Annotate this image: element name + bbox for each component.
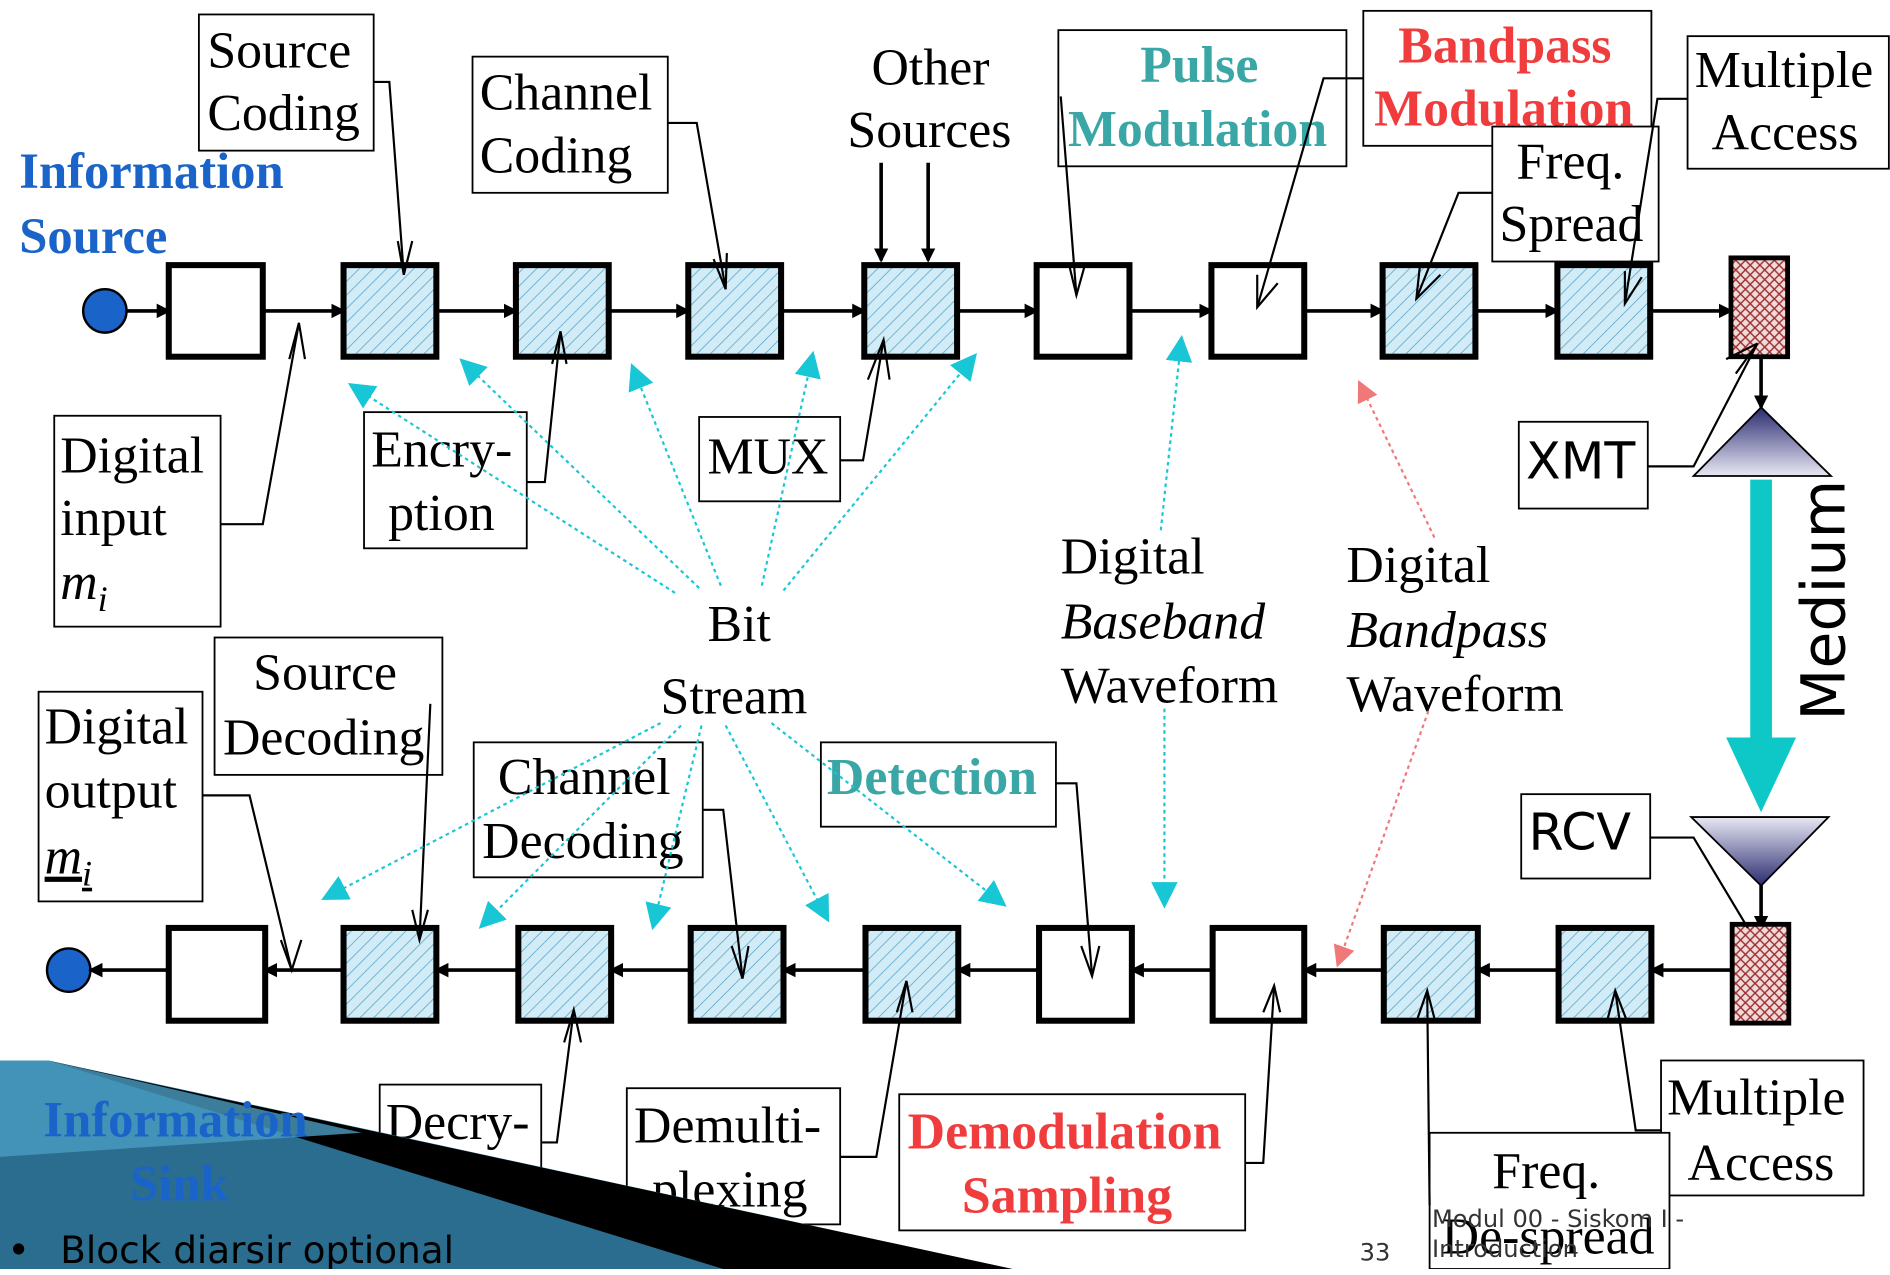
top-block-1: [165, 262, 266, 360]
digital-input-line1: Digital: [60, 427, 204, 484]
detection-label: Detection: [827, 749, 1037, 806]
multiple-access-bottom-line2: Access: [1688, 1135, 1835, 1192]
rcv-label: RCV: [1528, 803, 1631, 862]
freq-spread-box: [1491, 125, 1660, 263]
demodulation-line1: Demodulation: [908, 1103, 1222, 1160]
channel-decoding-line2: Decoding: [482, 813, 683, 870]
channel-coding-line2: Coding: [480, 127, 633, 184]
source-coding-box: [197, 13, 375, 152]
freq-despread-line2: De-spread: [1442, 1208, 1655, 1265]
bandpass-mod-line1: Bandpass: [1398, 18, 1611, 75]
baseband-line1: Digital: [1061, 529, 1205, 586]
mux-box: [698, 416, 842, 503]
slide-corner-highlight: [0, 1060, 362, 1157]
information-source-line1: Information: [19, 143, 283, 199]
digital-input-m: mi: [60, 554, 107, 619]
bit-stream-line1: Bit: [708, 596, 772, 653]
source-decoding-line2: Decoding: [223, 709, 424, 766]
digital-output-m: mi: [45, 829, 92, 894]
detection-box: [819, 741, 1057, 828]
channel-coding-box: [471, 55, 669, 194]
xmt-label: XMT: [1526, 431, 1636, 490]
digital-input-box: [53, 414, 222, 628]
demultiplexing-line1: Demulti-: [634, 1097, 821, 1154]
sink-dot: [45, 947, 92, 994]
bottom-block-detection: [1036, 924, 1135, 1024]
encryption-line2: ption: [388, 485, 495, 542]
bottom-block-1: [165, 924, 269, 1024]
page-number: 33: [1360, 1239, 1391, 1267]
multiple-access-bottom-line1: Multiple: [1667, 1070, 1845, 1127]
other-sources-line2: Sources: [847, 102, 1011, 159]
channel-decoding-box: [472, 741, 704, 879]
source-dot: [81, 288, 128, 334]
source-coding-line1: Source: [207, 22, 351, 79]
bit-stream-line2: Stream: [661, 668, 808, 725]
digital-output-line1: Digital: [45, 699, 189, 756]
bullet-icon: •: [7, 1228, 30, 1269]
source-decoding-box: [213, 636, 444, 776]
rcv-box: [1520, 793, 1652, 880]
information-sink-line2: Sink: [130, 1155, 229, 1211]
multiple-access-top-box: [1686, 35, 1890, 170]
top-block-mux: [861, 262, 961, 360]
bandpass-wf-line1: Digital: [1346, 537, 1490, 594]
footer-bullet-text: Block diarsir optional: [60, 1228, 454, 1269]
encryption-box: [363, 411, 528, 550]
freq-despread-box: [1428, 1131, 1671, 1270]
receive-antenna-icon: [1688, 816, 1831, 888]
bottom-block-source-decoding: [340, 924, 440, 1024]
channel-coding-line1: Channel: [480, 65, 653, 122]
medium-arrow-head: [1726, 737, 1797, 813]
bandpass-wf-line3: Waveform: [1346, 666, 1563, 723]
information-sink-line1: Information: [43, 1091, 307, 1147]
demodulation-line2: Sampling: [962, 1167, 1172, 1224]
footer-module-line2: Introduction: [1432, 1235, 1578, 1263]
channel-decoding-line1: Channel: [498, 749, 671, 806]
other-sources-line1: Other: [872, 39, 990, 96]
source-coding-line2: Coding: [207, 85, 360, 142]
top-block-source-coding: [340, 262, 440, 360]
source-decoding-line1: Source: [253, 644, 397, 701]
top-block-pulse-mod: [1033, 262, 1133, 360]
baseband-line3: Waveform: [1061, 658, 1278, 715]
bandpass-wf-line2: Bandpass: [1346, 602, 1548, 659]
bottom-block-multiple-access: [1555, 924, 1655, 1024]
digital-output-box: [37, 690, 204, 903]
top-block-xmt: [1728, 255, 1791, 360]
digital-input-line2: input: [60, 490, 167, 547]
top-block-channel-coding: [685, 262, 785, 360]
footer-module-line1: Modul 00 - Siskom I -: [1432, 1205, 1684, 1233]
mux-label: MUX: [708, 429, 829, 486]
bottom-block-channel-decoding: [687, 924, 787, 1024]
encryption-line1: Encry-: [371, 421, 512, 478]
multiple-access-bottom-box: [1660, 1059, 1865, 1197]
medium-label: Medium: [1789, 480, 1859, 721]
baseband-line2: Baseband: [1061, 594, 1266, 651]
top-block-multiple-access: [1554, 262, 1654, 360]
pulse-mod-line1: Pulse: [1140, 37, 1258, 94]
freq-spread-line1: Freq.: [1516, 133, 1624, 190]
pulse-mod-line2: Modulation: [1068, 101, 1327, 158]
bottom-block-demodulation: [1209, 924, 1308, 1024]
pulse-modulation-box: [1057, 29, 1348, 168]
digital-output-line2: output: [45, 762, 178, 819]
bottom-block-rcv: [1729, 921, 1792, 1026]
bottom-block-decryption: [515, 924, 615, 1024]
information-source-line2: Source: [19, 208, 167, 264]
medium-arrow-shaft: [1750, 479, 1772, 745]
transmit-antenna-icon: [1691, 406, 1834, 477]
multiple-access-top-line2: Access: [1712, 104, 1859, 161]
freq-spread-line2: Spread: [1500, 196, 1644, 253]
multiple-access-top-line1: Multiple: [1695, 42, 1873, 99]
top-block-freq-spread: [1379, 262, 1479, 360]
xmt-box: [1517, 420, 1649, 510]
freq-despread-line1: Freq.: [1492, 1143, 1600, 1200]
